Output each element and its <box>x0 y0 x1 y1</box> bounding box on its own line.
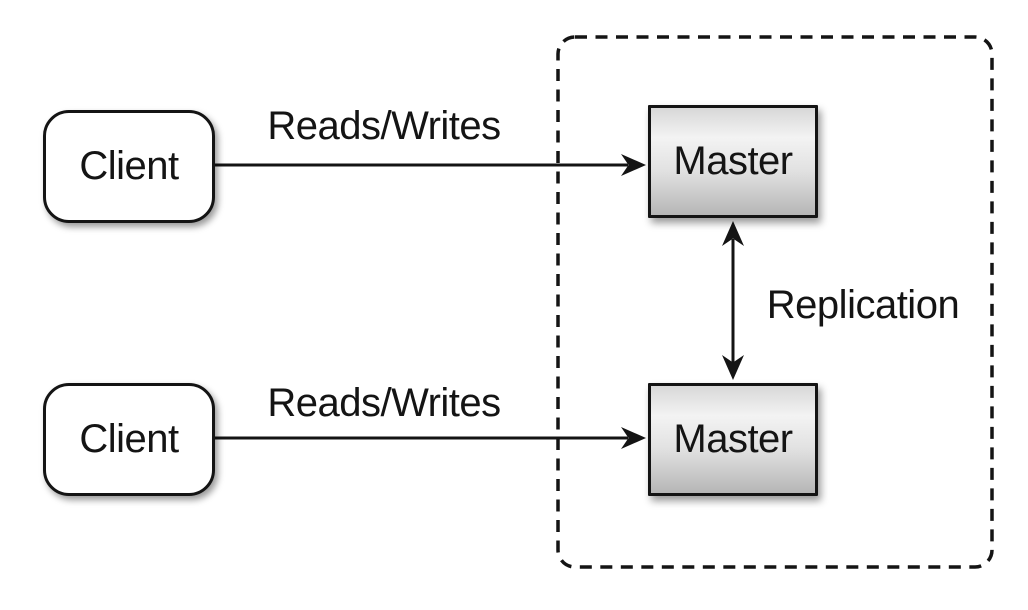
node-client-bottom: Client <box>43 383 215 496</box>
node-master-top: Master <box>648 105 818 218</box>
node-master-top-label: Master <box>673 139 793 183</box>
arrow-reads-writes-top <box>215 154 646 176</box>
node-client-top-label: Client <box>79 144 179 188</box>
edge-label-reads-writes-bottom: Reads/Writes <box>267 380 501 425</box>
node-master-bottom-label: Master <box>673 417 793 461</box>
replication-group-dashed-border <box>556 35 994 569</box>
arrow-replication <box>722 221 744 380</box>
edge-label-replication: Replication <box>766 282 960 327</box>
edge-label-reads-writes-top: Reads/Writes <box>267 103 501 148</box>
node-master-bottom: Master <box>648 383 818 496</box>
arrow-reads-writes-bottom <box>215 427 646 449</box>
node-client-top: Client <box>43 110 215 223</box>
node-client-bottom-label: Client <box>79 417 179 461</box>
